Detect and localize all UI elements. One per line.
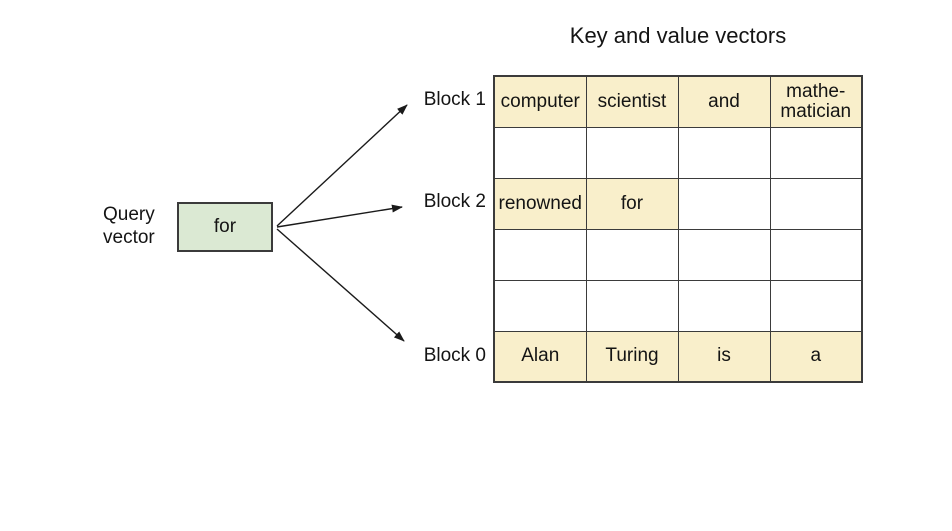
query-vector-label: Query vector	[103, 204, 155, 248]
block-0-label: Block 0	[423, 345, 486, 366]
kv-table: computer scientist and mathe- matician r…	[493, 75, 863, 383]
kv-cell	[677, 126, 771, 179]
arrow-to-block-0	[276, 228, 405, 342]
kv-cell	[493, 228, 587, 281]
query-vector-box: for	[177, 202, 273, 252]
query-token: for	[213, 216, 237, 237]
kv-cell	[493, 279, 587, 332]
kv-cell: is	[677, 330, 771, 383]
kv-cell	[677, 228, 771, 281]
kv-cell: a	[769, 330, 863, 383]
kv-cell	[585, 228, 679, 281]
kv-row-block0: Alan Turing is a	[493, 330, 863, 383]
kv-cell	[769, 126, 863, 179]
kv-cell: and	[677, 75, 771, 128]
kv-row-block2: renowned for	[493, 177, 863, 230]
kv-cell	[677, 177, 771, 230]
kv-cell: scientist	[585, 75, 679, 128]
kv-cell: renowned	[493, 177, 587, 230]
kv-cell: Alan	[493, 330, 587, 383]
kv-cell	[769, 228, 863, 281]
kv-cell: mathe- matician	[769, 75, 863, 128]
kv-cell	[677, 279, 771, 332]
kv-cell	[769, 279, 863, 332]
kv-cell	[585, 126, 679, 179]
kv-cell: for	[585, 177, 679, 230]
kv-cell	[769, 177, 863, 230]
kv-row-empty	[493, 279, 863, 332]
block-2-label: Block 2	[423, 191, 486, 212]
kv-row-block1: computer scientist and mathe- matician	[493, 75, 863, 128]
block-1-label: Block 1	[423, 89, 486, 110]
kv-row-empty	[493, 228, 863, 281]
diagram-title: Key and value vectors	[569, 23, 787, 48]
kv-cell	[493, 126, 587, 179]
kv-row-empty	[493, 126, 863, 179]
kv-cell: Turing	[585, 330, 679, 383]
kv-cell	[585, 279, 679, 332]
kv-cell: computer	[493, 75, 587, 128]
